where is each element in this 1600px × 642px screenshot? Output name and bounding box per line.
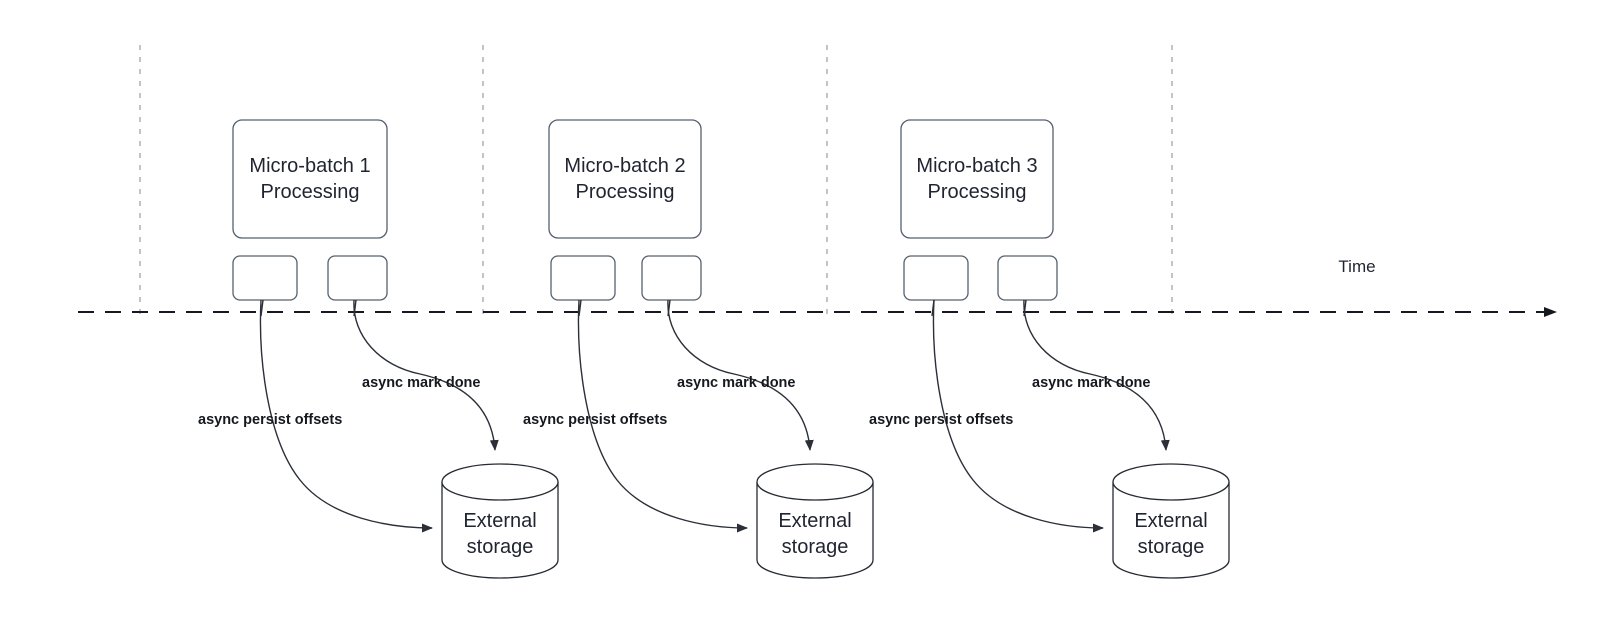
tick-lines — [139, 45, 1173, 318]
edge-async-mark-done-3 — [1023, 299, 1170, 451]
edge-async-mark-done-2 — [667, 299, 814, 451]
edge-label-async-mark-done-2: async mark done — [677, 375, 795, 391]
task-box-3a[interactable] — [903, 255, 969, 301]
time-axis-label: Time — [1338, 257, 1375, 276]
group-2: Micro-batch 2 Processing async persist o… — [523, 119, 874, 579]
microbatch-1-label-line1: Micro-batch 1 — [249, 155, 370, 177]
external-storage-3-body — [1112, 482, 1230, 579]
task-box-1a[interactable] — [232, 255, 298, 301]
external-storage-1-label-line2: storage — [467, 536, 534, 558]
task-2a-stub — [578, 299, 582, 317]
edge-label-async-persist-offsets-3: async persist offsets — [869, 412, 1013, 428]
edge-async-mark-done-1 — [353, 299, 499, 451]
external-storage-3-top — [1112, 463, 1230, 501]
microbatch-3-label-line1: Micro-batch 3 — [916, 155, 1037, 177]
edge-label-async-persist-offsets-1: async persist offsets — [198, 412, 342, 428]
microbatch-1-box[interactable] — [232, 119, 388, 239]
external-storage-3-label-line2: storage — [1138, 536, 1205, 558]
microbatch-2-label-line1: Micro-batch 2 — [564, 155, 685, 177]
external-storage-2-body — [756, 482, 874, 579]
external-storage-1-label-line1: External — [463, 510, 536, 532]
microbatch-1-label-line2: Processing — [261, 181, 360, 203]
microbatch-3-box[interactable] — [900, 119, 1054, 239]
external-storage-2[interactable]: External storage — [756, 463, 874, 579]
microbatch-3-label-line2: Processing — [928, 181, 1027, 203]
edge-label-async-mark-done-1: async mark done — [362, 375, 480, 391]
task-1a-stub — [260, 299, 264, 317]
external-storage-2-top — [756, 463, 874, 501]
external-storage-3-label-line1: External — [1134, 510, 1207, 532]
external-storage-1-top — [441, 463, 559, 501]
edge-async-persist-offsets-3 — [932, 299, 1104, 533]
external-storage-1-body — [441, 482, 559, 579]
external-storage-1[interactable]: External storage — [441, 463, 559, 579]
edge-label-async-mark-done-3: async mark done — [1032, 375, 1150, 391]
edge-async-persist-offsets-2 — [577, 299, 748, 533]
microbatch-2-label-line2: Processing — [576, 181, 675, 203]
group-3: Micro-batch 3 Processing async persist o… — [869, 119, 1230, 579]
microbatch-2-box[interactable] — [548, 119, 702, 239]
task-box-1b[interactable] — [327, 255, 388, 301]
edge-label-async-persist-offsets-2: async persist offsets — [523, 412, 667, 428]
task-box-3b[interactable] — [997, 255, 1058, 301]
group-1: Micro-batch 1 Processing async persist o… — [198, 119, 559, 579]
external-storage-2-label-line2: storage — [782, 536, 849, 558]
external-storage-2-label-line1: External — [778, 510, 851, 532]
task-box-2a[interactable] — [550, 255, 616, 301]
task-box-2b[interactable] — [641, 255, 702, 301]
external-storage-3[interactable]: External storage — [1112, 463, 1230, 579]
edge-async-persist-offsets-1 — [259, 299, 433, 533]
